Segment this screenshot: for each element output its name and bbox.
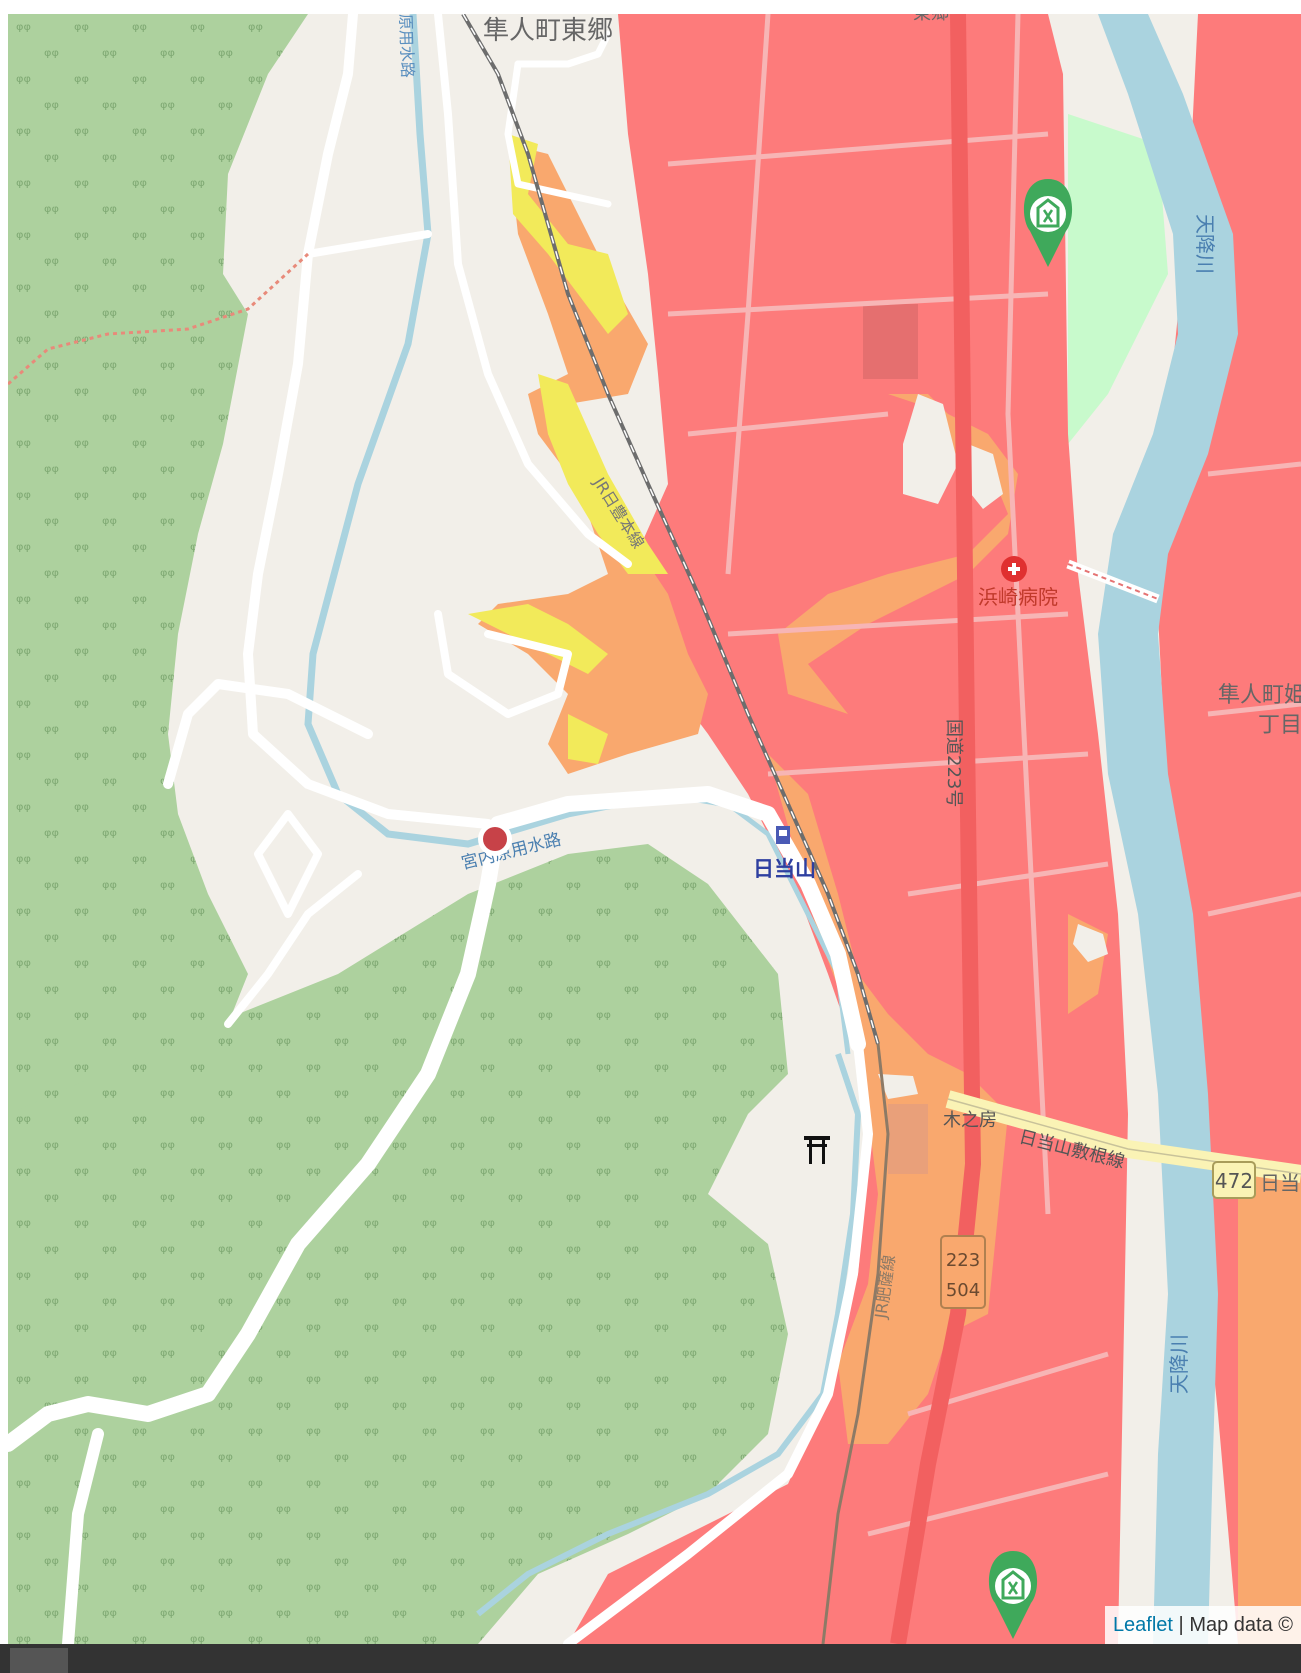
- leaflet-link[interactable]: Leaflet: [1112, 1613, 1173, 1636]
- river-tenkou: [1098, 14, 1238, 1644]
- label-river-upper: 天降川: [1193, 214, 1217, 274]
- svg-text:223: 223: [946, 1250, 980, 1271]
- attribution-text: Map data ©: [1189, 1613, 1293, 1636]
- map-view[interactable]: ᵠᵠ ᵠᵠ: [8, 14, 1301, 1644]
- label-district-top: 隼人町東郷: [483, 16, 613, 46]
- label-canal-top: 原用水路: [396, 14, 417, 78]
- map-canvas[interactable]: ᵠᵠ ᵠᵠ: [8, 14, 1301, 1644]
- label-road-472-suffix: 日当: [1260, 1171, 1300, 1195]
- svg-text:472: 472: [1215, 1169, 1253, 1193]
- bridge-upper-dash: [1067, 563, 1159, 600]
- svg-text:504: 504: [946, 1280, 980, 1301]
- label-hospital: 浜崎病院: [978, 585, 1058, 609]
- railway-hisatsu: [821, 1043, 890, 1644]
- shelter-marker-icon[interactable]: [988, 1551, 1038, 1639]
- label-station: 日当山: [753, 857, 816, 881]
- town-roads: [667, 14, 1301, 1537]
- map-attribution: Leaflet | Map data ©: [1104, 1606, 1301, 1644]
- hospital-icon[interactable]: [1001, 556, 1027, 582]
- building-block: [888, 1104, 928, 1174]
- road-network: [8, 14, 873, 1644]
- station-icon[interactable]: [776, 826, 790, 844]
- route-223-road: [890, 14, 982, 1644]
- white-patches: [878, 394, 1108, 1099]
- dotted-trail: [8, 252, 310, 386]
- label-route-223: 国道223号: [943, 719, 964, 807]
- road-shield-472: 472: [1212, 1161, 1256, 1199]
- label-place-kinobo: 木之房: [943, 1110, 997, 1131]
- route-shield-223: 223 504: [940, 1235, 986, 1309]
- shelter-marker-icon[interactable]: [1023, 179, 1073, 267]
- hazard-zone-low: [468, 134, 668, 764]
- bottom-bar: [0, 1644, 1301, 1673]
- bottom-bar-button[interactable]: [10, 1648, 68, 1673]
- label-river-lower: 天降川: [1167, 1334, 1191, 1394]
- label-district-right-2: 丁目: [1258, 713, 1301, 738]
- building-block: [863, 304, 918, 379]
- shrine-icon: [804, 1136, 830, 1164]
- red-point-marker-icon[interactable]: [478, 822, 512, 856]
- label-top-fragment: 東郷: [913, 14, 949, 24]
- attribution-separator: |: [1173, 1613, 1190, 1636]
- canal-stream-lower: [476, 1053, 862, 1617]
- forest-area: [8, 14, 788, 1644]
- railway-nippo-dash: [462, 14, 879, 1045]
- label-district-right-1: 隼人町姫: [1218, 683, 1301, 708]
- park-area: [1068, 114, 1168, 444]
